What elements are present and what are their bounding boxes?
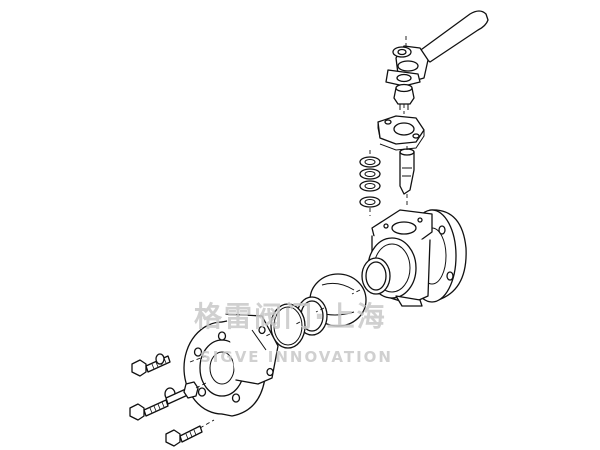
watermark: 格雷阀门·上海 SIGVE INNOVATION — [194, 300, 393, 366]
watermark-english: SIGVE INNOVATION — [200, 348, 393, 366]
stem-nut — [393, 83, 415, 110]
bolt-2 — [129, 381, 199, 421]
watermark-chinese: 格雷阀门·上海 — [194, 300, 387, 333]
stem-packing-rings — [359, 156, 381, 208]
end-cap — [183, 313, 279, 417]
stop-plate — [385, 69, 421, 87]
body-seat-ring — [361, 257, 391, 295]
body-gasket — [270, 303, 306, 349]
assembly-centerlines — [189, 36, 408, 429]
bolt-3 — [165, 425, 203, 447]
handle-lever — [395, 10, 489, 83]
bolt-1 — [131, 353, 171, 377]
valve-stem — [399, 148, 415, 195]
handle-nut — [392, 46, 412, 58]
gland-flange — [377, 115, 425, 151]
